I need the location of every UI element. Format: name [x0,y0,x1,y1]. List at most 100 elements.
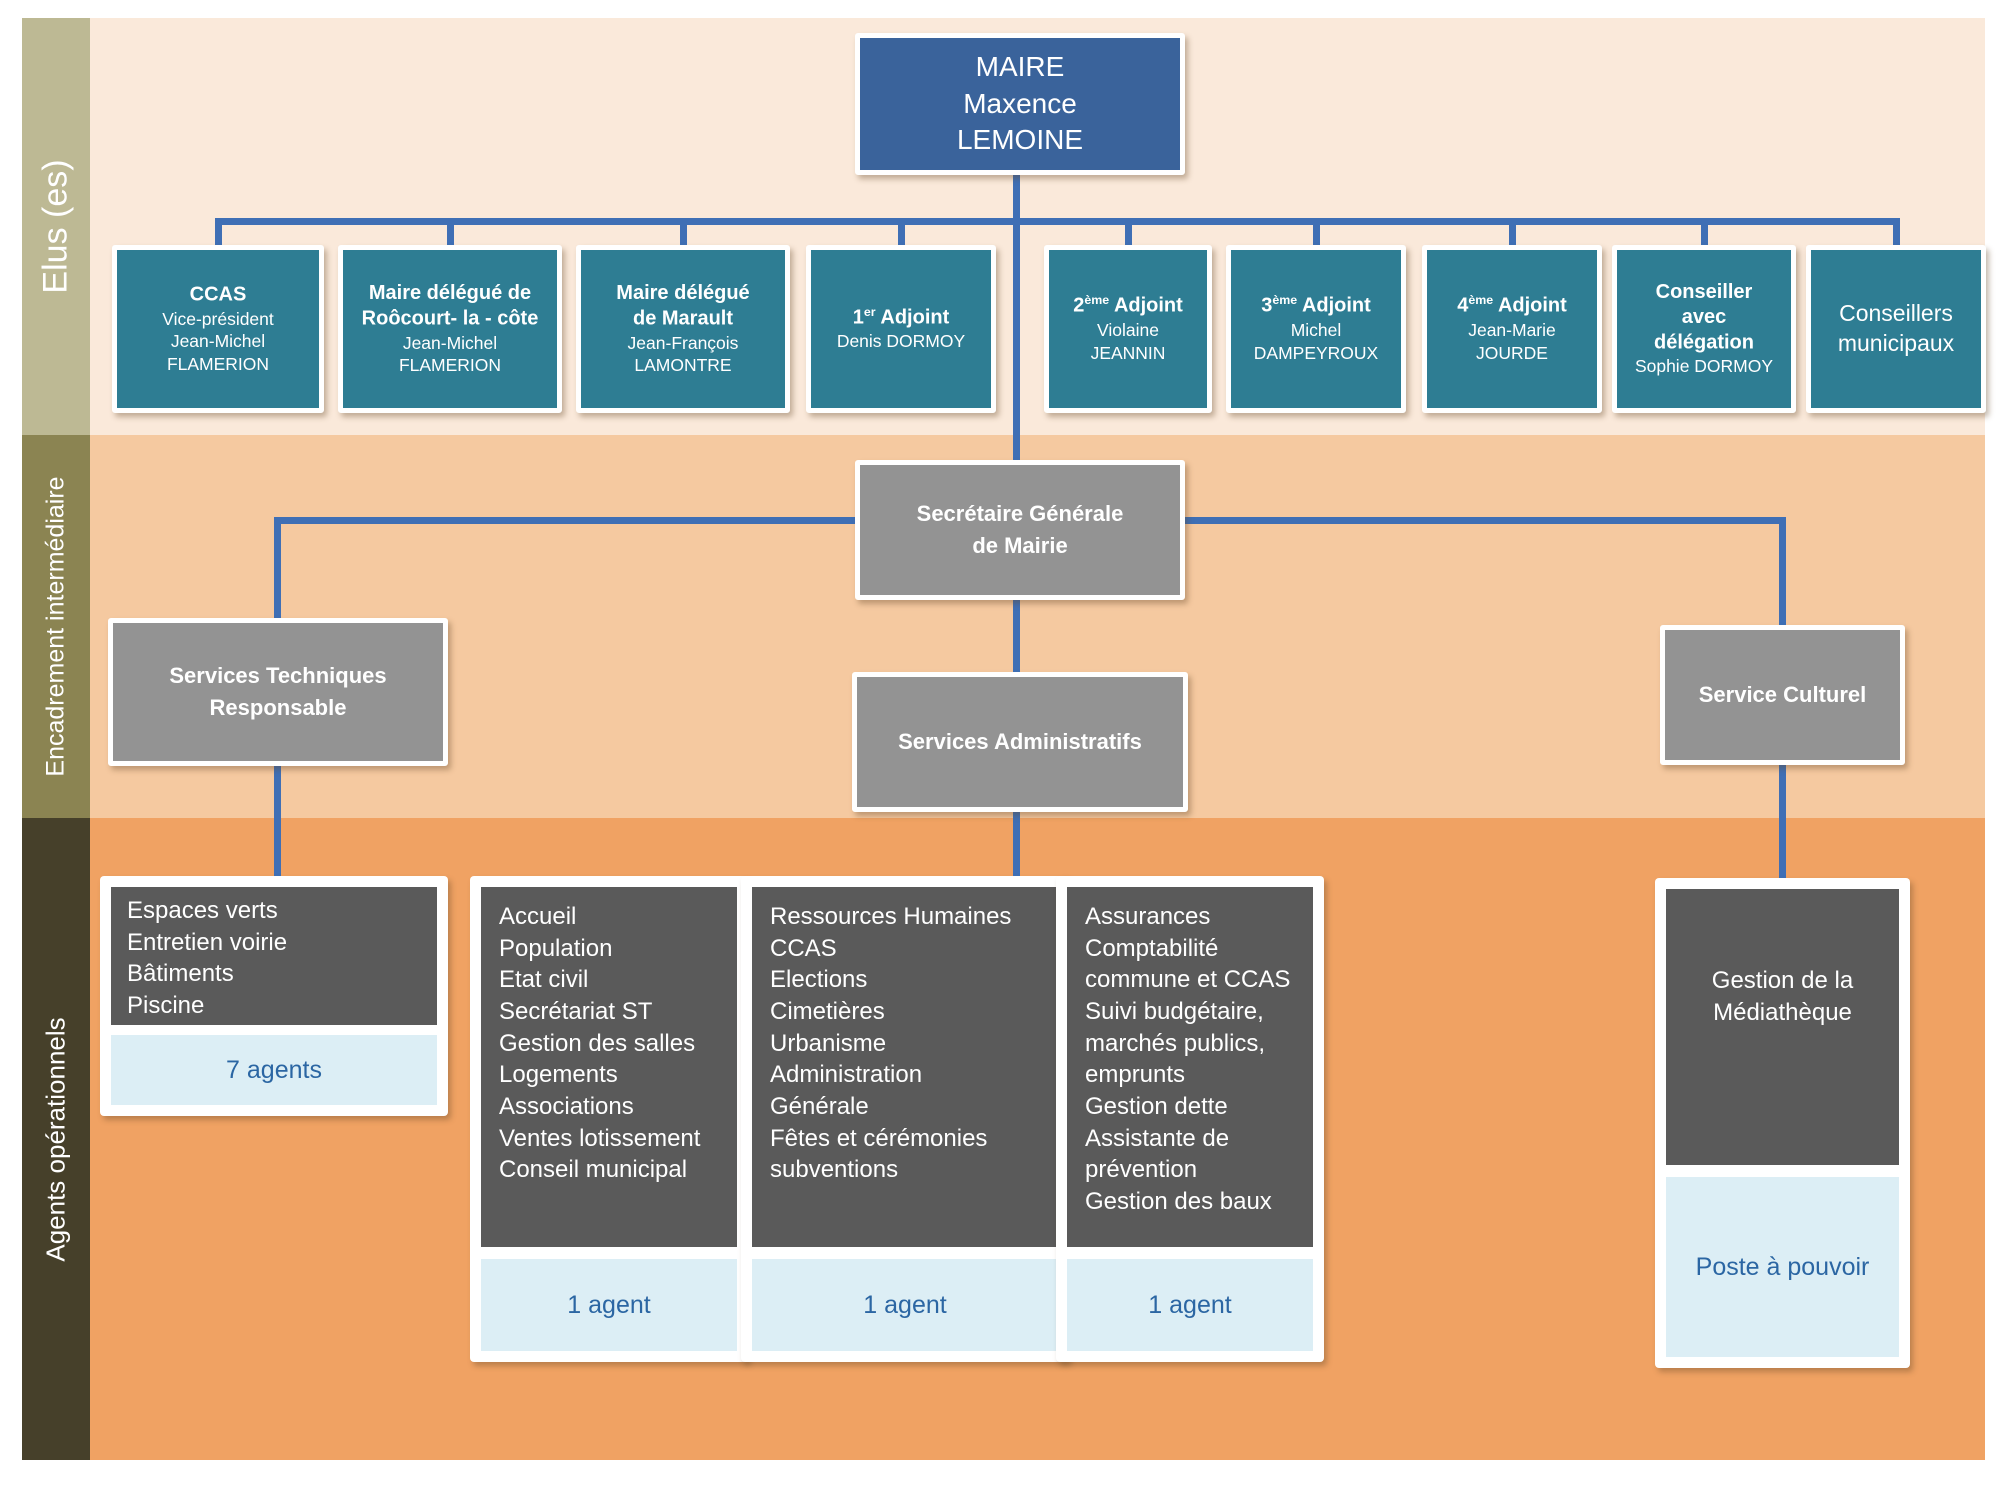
list-item: Accueil [499,903,577,930]
elected-person: Jean-Michel FLAMERION [166,331,270,375]
elected-person: Violaine JEANNIN [1090,320,1166,363]
list-item: CCAS [770,934,837,962]
connector-left-horizontal [276,517,856,524]
list-item: Etat civil [499,966,589,994]
elected-person: Sophie DORMOY [1634,356,1774,377]
title-text: 4 [1457,295,1469,318]
elected-title: 1er Adjoint [853,305,950,331]
list-item: Conseil municipal [499,1156,688,1184]
cultural-service-label: Service Culturel [1698,682,1867,708]
band-agents: Agents opérationnels [22,818,90,1460]
mediatheque-operations-card: Gestion de la Médiathèque Poste à pouvoi… [1655,878,1910,1368]
mayor-box: MAIRE Maxence LEMOINE [855,33,1185,175]
mediatheque-staff-badge: Poste à pouvoir [1666,1177,1899,1357]
elected-box-adjoint-2: 2ème Adjoint Violaine JEANNIN [1044,245,1212,413]
elected-title: 2ème Adjoint [1073,293,1183,319]
elected-box-conseillers-municipaux: Conseillers municipaux [1806,245,1986,413]
list-item: Secrétariat ST [499,998,653,1026]
elected-box-roocourt: Maire délégué de Roôcourt- la - côte Jea… [338,245,562,413]
list-item: Gestion des baux [1085,1188,1272,1216]
list-item: Assurances [1085,903,1211,930]
mayor-last-name: LEMOINE [956,124,1084,156]
title-text: Adjoint [875,306,950,329]
list-item: Cimetières [770,998,885,1026]
title-sup: ème [1468,293,1494,308]
elected-person: Denis DORMOY [836,331,966,352]
list-item: Urbanisme [770,1029,887,1057]
connector-drop [1893,218,1900,250]
elected-person: Jean-Michel FLAMERION [398,332,502,376]
technical-services-box: Services Techniques Responsable [108,618,448,766]
elected-box-ccas: CCAS Vice-président Jean-Michel FLAMERIO… [112,245,324,413]
administrative-services-label: Services Administratifs [898,729,1142,755]
mayor-title: MAIRE [975,50,1065,82]
title-sup: ème [1272,293,1298,308]
list-item: Suivi budgétaire, marchés publics, empru… [1085,998,1266,1089]
band-elus-label: Elus (es) [36,159,75,294]
elected-title: Maire délégué de Roôcourt- la - côte [357,281,543,332]
elected-title: Conseiller avec délégation [1631,280,1777,356]
list-item: Gestion dette [1085,1093,1228,1121]
connector-drop [447,218,454,250]
connector-drop [215,218,222,250]
elected-box-marault: Maire délégué de Marault Jean-François L… [576,245,790,413]
staff-count: 7 agents [226,1055,322,1084]
title-text: Conseiller avec délégation [1653,280,1754,354]
list-item: Comptabilité commune et CCAS [1085,934,1291,994]
list-item: Elections [770,966,868,994]
elected-person: Jean-Marie JOURDE [1468,320,1556,363]
mediatheque-tasks-list: Gestion de la Médiathèque [1666,889,1899,1165]
staff-status: Poste à pouvoir [1695,1252,1870,1281]
connector-admin-to-lists [1013,810,1020,882]
elected-person: Jean-François LAMONTRE [627,332,739,376]
list-item: Associations [499,1093,634,1121]
staff-count: 1 agent [1148,1290,1232,1319]
list-item: Entretien voirie [127,928,288,956]
elected-title: Conseillers municipaux [1837,300,1955,356]
list-item: Logements [499,1061,618,1089]
list-item: Gestion des salles [499,1029,696,1057]
elected-role: Vice-président [162,308,274,329]
secretary-general-label: Secrétaire Générale de Mairie [916,501,1124,558]
band-elus: Elus (es) [22,18,90,435]
elected-title: CCAS [190,282,247,308]
connector-drop [1509,218,1516,250]
elected-person: Michel DAMPEYROUX [1253,320,1379,363]
list-item: Espaces verts [127,897,278,924]
administrative-services-box: Services Administratifs [852,672,1188,812]
connector-elected-horizontal [215,218,1900,225]
title-sup: ème [1084,293,1110,308]
band-encadrement-label: Encadrement intermédiaire [41,476,70,777]
connector-mayor-down [1013,170,1020,225]
cultural-service-box: Service Culturel [1660,625,1905,765]
title-text: 1 [852,306,864,329]
connector-drop [1125,218,1132,250]
staff-count: 1 agent [863,1290,947,1319]
connector-drop [680,218,687,250]
connector-drop [898,218,905,250]
title-text: 2 [1073,295,1085,318]
technical-services-label: Services Techniques Responsable [169,663,387,720]
elected-box-conseiller-delegation: Conseiller avec délégation Sophie DORMOY [1612,245,1796,413]
connector-drop [1313,218,1320,250]
technical-staff-badge: 7 agents [111,1035,437,1105]
title-text: CCAS [189,283,247,306]
admin-staff-badge-1: 1 agent [481,1259,737,1351]
elected-box-adjoint-4: 4ème Adjoint Jean-Marie JOURDE [1422,245,1602,413]
title-text: Adjoint [1109,295,1183,318]
title-text: Adjoint [1297,295,1371,318]
elected-title: 3ème Adjoint [1261,293,1371,319]
title-sup: er [863,304,876,319]
list-item: Gestion de la Médiathèque [1711,967,1854,1026]
title-text: 3 [1261,295,1273,318]
connector-drop [1701,218,1708,250]
connector-secretary-to-admin [1013,598,1020,678]
